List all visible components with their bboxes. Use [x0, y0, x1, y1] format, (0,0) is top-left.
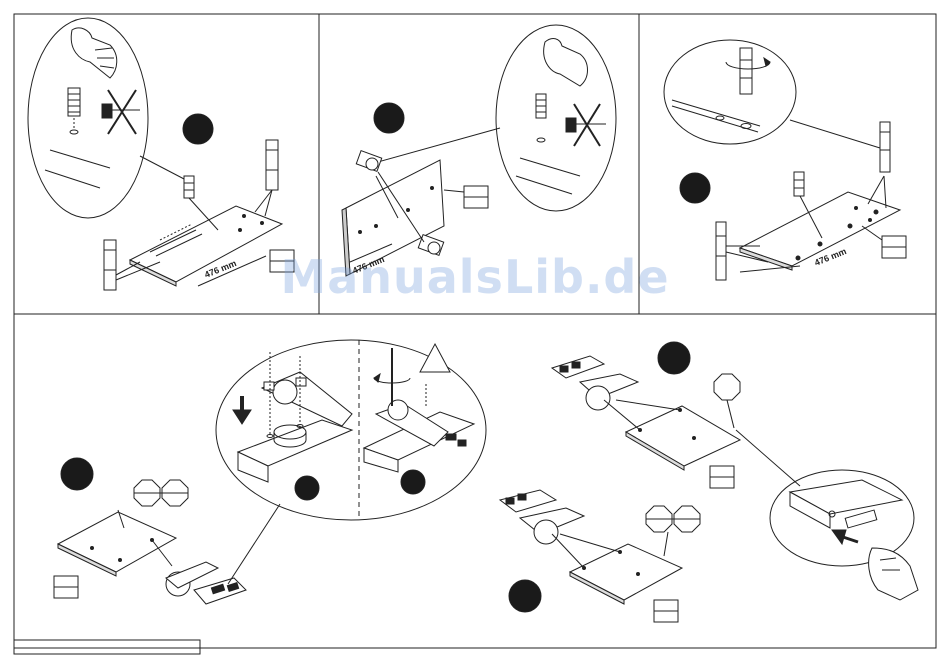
cam-bolt — [740, 48, 752, 94]
step-badge — [680, 173, 710, 203]
cam-bolt — [266, 140, 278, 190]
no-hammer-icon — [566, 104, 606, 146]
cam-connector — [356, 151, 381, 172]
panel-hinges-left — [54, 458, 280, 604]
panel-hinges-right — [500, 342, 918, 622]
sheet-frame — [14, 14, 936, 648]
arrow-down-icon — [233, 396, 251, 424]
step-badge — [374, 103, 404, 133]
door-panel — [58, 512, 176, 572]
panel-3 — [664, 40, 906, 280]
dowel — [184, 176, 194, 198]
hand-icon — [71, 28, 117, 78]
hinge — [166, 562, 246, 604]
panel-1 — [28, 18, 294, 290]
step-badge — [658, 342, 690, 374]
arrow-left-icon — [832, 530, 858, 544]
hand-icon — [869, 548, 918, 600]
door-panel — [626, 406, 740, 466]
step-badge — [509, 580, 541, 612]
dowel — [794, 172, 804, 196]
step-badge — [401, 470, 425, 494]
step-badge — [295, 476, 319, 500]
octagon-icon — [714, 374, 740, 400]
footer-box — [14, 640, 200, 654]
hand-icon — [544, 39, 588, 86]
cam-bolt — [716, 222, 726, 280]
cam-bolt — [880, 122, 890, 172]
warning-triangle-icon — [420, 344, 450, 372]
panel-2 — [342, 25, 616, 276]
step-badge — [183, 114, 213, 144]
hinge — [500, 490, 584, 544]
hinge-detail-callout — [216, 340, 486, 520]
cam-bolt — [104, 240, 116, 290]
door-panel — [570, 544, 682, 600]
detail-callout-3 — [664, 40, 796, 144]
step-badge — [61, 458, 93, 490]
no-hammer-icon — [102, 90, 140, 134]
cam-connector — [418, 235, 443, 256]
